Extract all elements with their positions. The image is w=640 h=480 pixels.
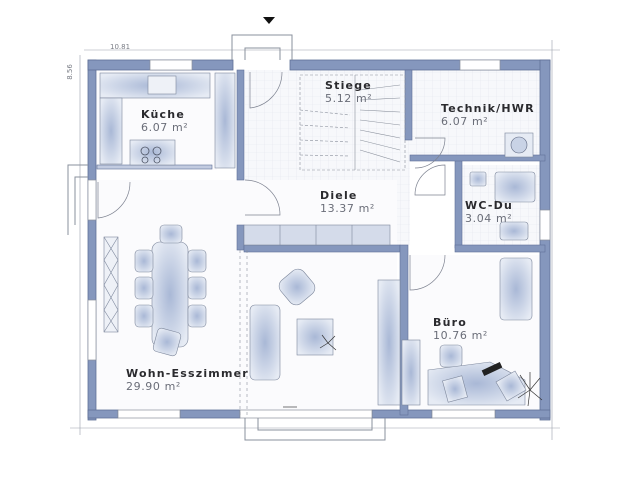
plant-icon-living [319,334,337,351]
sideboard [103,236,119,333]
room-technik-hwr: Technik/HWR 6.07 m² [441,102,535,128]
room-stiege: Stiege 5.12 m² [325,79,373,105]
windows [87,59,551,419]
room-wohn-esszimmer: Wohn-Esszimmer 29.90 m² [126,367,249,393]
bathroom-fixtures [469,171,536,241]
staircase [299,74,406,171]
living-furniture [249,268,421,406]
laptop-icon [481,362,503,376]
plant-icon [517,372,543,407]
office-furniture [427,257,533,406]
sink-icon [147,75,177,95]
room-wc-du: WC-Du 3.04 m² [465,199,513,225]
room-kuche: Küche 6.07 m² [141,108,189,134]
width-dimension: 10.81 [110,43,131,51]
room-buro: Büro 10.76 m² [433,316,488,342]
cooktop-icon [140,146,162,164]
wardrobe [243,224,391,246]
dining-table [134,224,207,357]
door-swings [97,71,446,291]
height-dimension: 8.56 [65,64,74,80]
entry-marker-icon [263,17,275,24]
dimension-lines [70,40,560,440]
room-diele: Diele 13.37 m² [320,189,375,215]
entrance-porch [67,34,386,441]
